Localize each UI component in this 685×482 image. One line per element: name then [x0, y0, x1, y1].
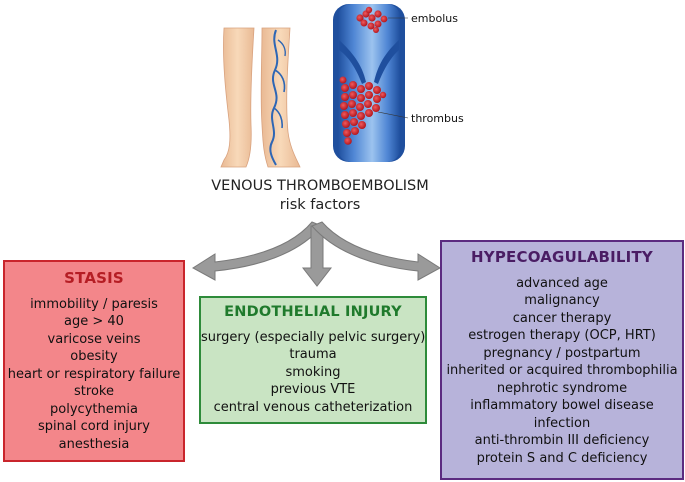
diagram-title: VENOUS THROMBOEMBOLISM risk factors	[180, 177, 460, 215]
list-item: anesthesia	[58, 436, 130, 452]
hypercoagulability-box: HYPECOAGULABILITY advanced age malignanc…	[440, 240, 684, 480]
endothelial-list: surgery (especially pelvic surgery) trau…	[201, 329, 425, 417]
list-item: pregnancy / postpartum	[483, 345, 641, 361]
legs-illustration	[220, 27, 301, 168]
stasis-box: STASIS immobility / paresis age > 40 var…	[3, 260, 185, 462]
stasis-heading: STASIS	[64, 269, 124, 287]
endothelial-heading: ENDOTHELIAL INJURY	[224, 304, 402, 320]
vein-illustration	[333, 4, 409, 162]
list-item: surgery (especially pelvic surgery)	[201, 329, 426, 345]
list-item: previous VTE	[270, 382, 356, 397]
list-item: inherited or acquired thrombophilia	[446, 363, 678, 378]
thrombus-label: thrombus	[411, 112, 464, 125]
hypercoag-list: advanced age malignancy cancer therapy e…	[442, 275, 682, 468]
list-item: trauma	[289, 347, 337, 362]
list-item: estrogen therapy (OCP, HRT)	[468, 328, 656, 343]
list-item: varicose veins	[47, 331, 141, 347]
endothelial-injury-box: ENDOTHELIAL INJURY surgery (especially p…	[199, 296, 427, 424]
list-item: central venous catheterization	[213, 399, 413, 415]
valve-right	[374, 40, 399, 84]
embolus-clot	[356, 6, 388, 33]
list-item: spinal cord injury	[38, 419, 150, 434]
list-item: age > 40	[64, 314, 124, 329]
arrow-right	[311, 221, 441, 281]
arrow-left	[192, 221, 323, 281]
title-line-1: VENOUS THROMBOEMBOLISM	[211, 178, 429, 194]
thrombus-clot	[339, 76, 387, 145]
list-item: infection	[533, 415, 591, 431]
list-item: polycythemia	[50, 401, 138, 417]
hypercoag-heading: HYPECOAGULABILITY	[471, 248, 653, 266]
list-item: inflammatory bowel disease	[470, 398, 654, 413]
list-item: stroke	[74, 384, 114, 399]
branch-arrows	[192, 221, 441, 287]
right-leg	[260, 27, 301, 168]
list-item: nephrotic syndrome	[496, 380, 628, 396]
list-item: cancer therapy	[512, 310, 612, 326]
title-line-2: risk factors	[279, 197, 361, 213]
list-item: obesity	[70, 349, 118, 364]
list-item: heart or respiratory failure	[7, 366, 181, 382]
list-item: advanced age	[516, 275, 608, 291]
stasis-list: immobility / paresis age > 40 varicose v…	[5, 296, 183, 454]
embolus-label: embolus	[411, 12, 458, 25]
left-leg	[220, 27, 255, 168]
list-item: protein S and C deficiency	[476, 450, 648, 466]
list-item: anti-thrombin III deficiency	[474, 433, 650, 448]
list-item: malignancy	[524, 293, 600, 308]
list-item: immobility / paresis	[30, 296, 158, 312]
valve-left	[339, 40, 366, 84]
list-item: smoking	[285, 364, 341, 380]
